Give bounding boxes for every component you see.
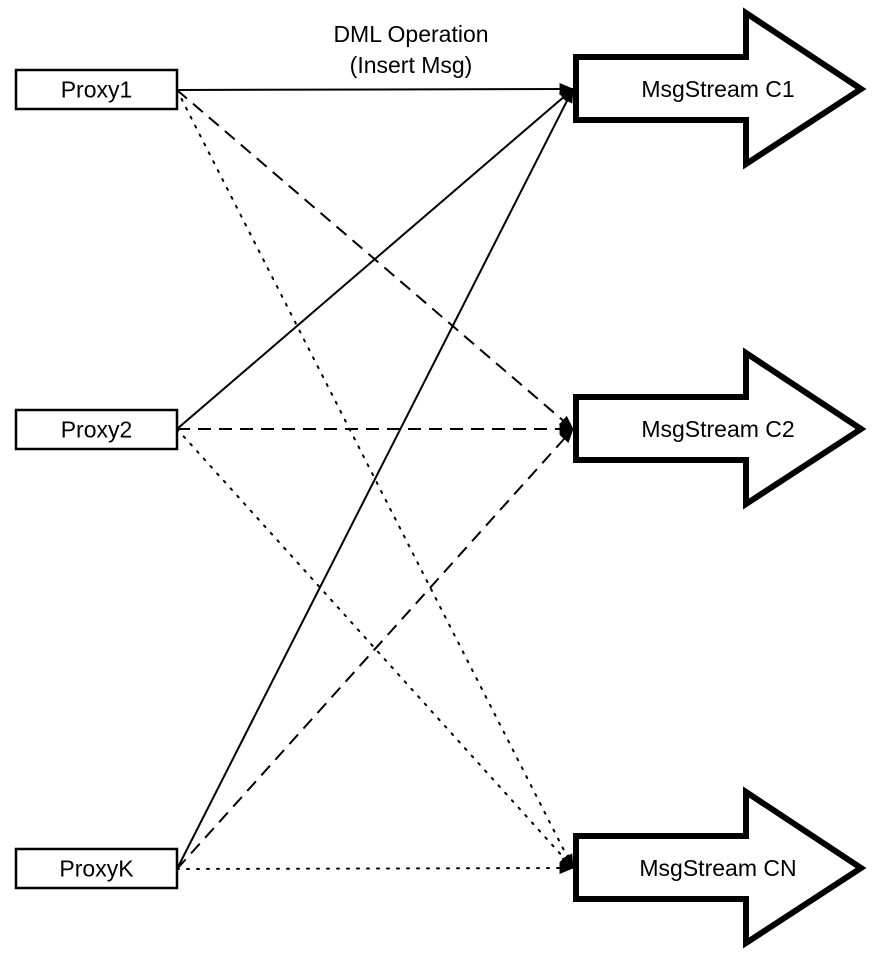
stream-label: MsgStream CN [639, 855, 796, 881]
stream-node-stream_c2[interactable]: MsgStream C2 [573, 347, 867, 510]
connection-proxyK-to-c1[interactable] [176, 88, 574, 870]
proxy-node-proxy1[interactable]: Proxy1 [14, 68, 179, 111]
stream-arrow-shape[interactable] [573, 347, 867, 510]
stream-node-stream_c1[interactable]: MsgStream C1 [573, 7, 867, 170]
connection-line[interactable] [176, 862, 574, 875]
proxy-label: Proxy1 [61, 77, 133, 103]
stream-node-stream_cn[interactable]: MsgStream CN [573, 786, 867, 949]
stream-arrow-shape[interactable] [573, 786, 867, 949]
proxy-node-proxy2[interactable]: Proxy2 [14, 408, 179, 451]
connection-line[interactable] [176, 83, 574, 96]
proxy-label: Proxy2 [61, 417, 133, 443]
stream-label: MsgStream C2 [641, 416, 794, 442]
edge-caption: DML Operation (Insert Msg) [333, 21, 488, 78]
connection-line[interactable] [176, 88, 574, 870]
proxy-box[interactable] [14, 847, 179, 890]
proxy-box[interactable] [14, 408, 179, 451]
connection-line[interactable] [176, 428, 574, 870]
edge-caption-line-1: DML Operation [333, 21, 488, 47]
proxy-box[interactable] [14, 68, 179, 111]
proxy-label: ProxyK [59, 856, 134, 882]
connections-layer [176, 83, 574, 875]
connection-proxy2-to-c1[interactable] [176, 88, 574, 430]
connection-proxyK-to-c2[interactable] [176, 428, 574, 870]
stream-arrow-shape[interactable] [573, 7, 867, 170]
connection-proxy1-to-c1[interactable] [176, 83, 574, 96]
connection-line[interactable] [176, 88, 574, 430]
connection-line[interactable] [176, 428, 574, 869]
stream-label: MsgStream C1 [641, 76, 794, 102]
connection-proxy2-to-cn[interactable] [176, 428, 574, 869]
edge-caption-line-2: (Insert Msg) [350, 52, 473, 78]
connection-proxyK-to-cn[interactable] [176, 862, 574, 875]
proxy-node-proxyK[interactable]: ProxyK [14, 847, 179, 890]
streams-layer: MsgStream C1 MsgStream C2 MsgStream CN [573, 7, 867, 949]
